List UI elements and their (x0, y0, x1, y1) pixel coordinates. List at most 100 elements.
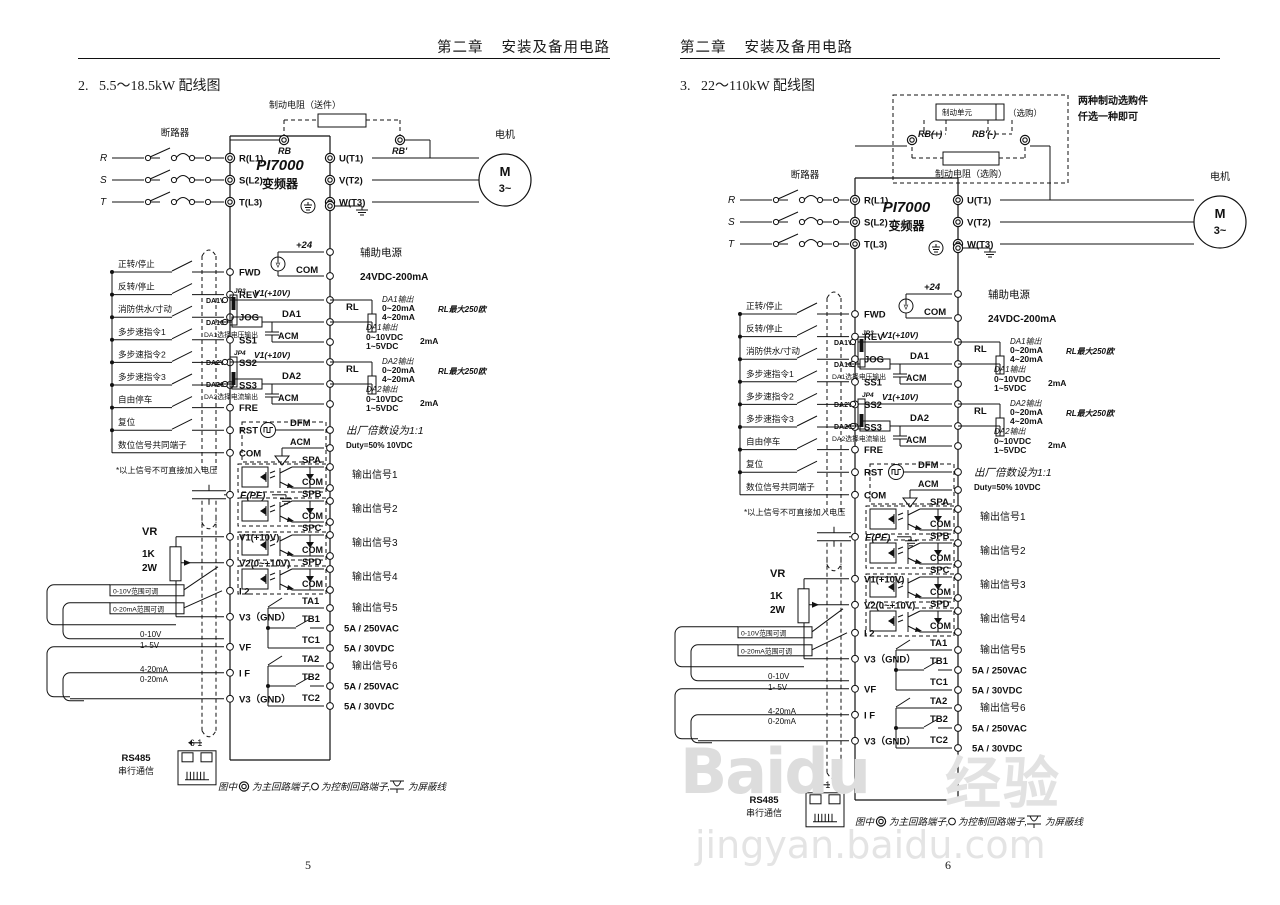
label-E-PE: E(PE) (865, 532, 890, 543)
label-opto-com-2: COM (302, 545, 323, 555)
header-rule-2 (680, 58, 1220, 59)
dfm-box (241, 421, 327, 463)
opto-led-3 (260, 575, 266, 583)
jumper-pin-c-1: DA2C (834, 424, 853, 431)
jumper-node-v-0 (221, 296, 229, 304)
brake-note-2: 仟选一种即可 (1077, 110, 1138, 123)
da-out-ma-0: 2mA (420, 336, 438, 346)
drive-subtitle: 变频器 (262, 176, 299, 191)
terminal-TA1 (954, 646, 962, 654)
switch-blade-0 (796, 302, 818, 314)
terminal-TC1 (326, 644, 334, 652)
terminal-analog-3 (851, 654, 859, 663)
analog-note-voltage: 0-10V范围可调 (113, 586, 159, 595)
rs485-sublabel: 串行通信 (746, 807, 782, 818)
opto-led-0 (888, 515, 894, 523)
terminal-COM (226, 448, 234, 457)
terminal-acm-0 (954, 380, 962, 388)
da-out-v2-0: 1~5VDC (994, 383, 1026, 393)
terminal-TA2 (326, 662, 334, 670)
da-signal-label-0: DA1 (910, 351, 930, 362)
label-RST: RST (864, 468, 883, 479)
relay-output-label-1: 输出信号6 (980, 701, 1026, 714)
analog-note-box-v (737, 626, 813, 639)
opto-arrow-a-0 (897, 512, 904, 516)
da-out-title-0: DA1输出 (1010, 337, 1043, 346)
da-out-i1-1: 0~20mA (382, 365, 415, 375)
contact-node (188, 176, 196, 184)
terminal-SPB (326, 497, 334, 505)
opto-box-0 (237, 463, 327, 493)
label-analog-2: I 2 (239, 586, 250, 597)
relay-output-label-0: 输出信号5 (980, 643, 1026, 656)
legend-control-terminal-icon (311, 782, 319, 791)
label-DFM-ACM: ACM (918, 479, 939, 489)
jumper-note-1: DA2选择电流输出 (832, 434, 886, 443)
label-SS2: SS2 (239, 358, 257, 369)
opto-tr-c-1 (907, 542, 921, 550)
terminal-opto-com-3 (326, 586, 334, 594)
da-vref-0: V1(+10V) (882, 330, 918, 340)
vr-wattage: 2W (142, 563, 158, 574)
header-subject-2: 安装及备用电路 (744, 40, 853, 56)
analog-note-box-i (109, 602, 185, 615)
terminal-analog-4 (226, 642, 234, 651)
jumper-body-0 (229, 294, 238, 326)
rj45-latch-right (828, 794, 841, 805)
phase-label-2: T (100, 197, 107, 208)
da-out-v2-0: 1~5VDC (366, 341, 398, 351)
opto-tr-arrow-0 (287, 483, 294, 488)
switch-blade-4 (171, 350, 193, 362)
da-out-v1-1: 0~10VDC (994, 436, 1031, 446)
pe-symbol-circle (928, 240, 944, 256)
jumper-note-0: DA1选择电压输出 (832, 372, 886, 381)
aux-power-title: 辅助电源 (360, 246, 402, 259)
opto-arrow-a-3 (269, 572, 276, 576)
opto-tr-arrow-0 (915, 525, 922, 530)
label-DFM: DFM (918, 460, 939, 471)
rs485-sublabel: 串行通信 (118, 765, 154, 776)
label-analog-2: I 2 (864, 628, 875, 639)
terminal-DFM (326, 426, 334, 434)
label-JOG: JOG (239, 313, 259, 324)
jumper-note-0: DA1选择电压输出 (204, 330, 258, 339)
opto-diode-0 (306, 474, 314, 480)
vr-potentiometer (169, 546, 182, 582)
opto-arrow-a-1 (897, 546, 904, 550)
breaker-arc-2 (175, 197, 191, 203)
terminal-analog-6 (851, 736, 859, 745)
terminal-RST (851, 468, 859, 477)
motor-letter: M (500, 164, 511, 179)
opto-tr-c-2 (907, 576, 921, 584)
phase-label-1: S (100, 175, 107, 186)
page-header-2: 第二章安装及备用电路 (680, 36, 853, 57)
label-opto-com-0: COM (302, 477, 323, 487)
switch-blade-3 (171, 328, 193, 340)
shield-cap-bottom (826, 564, 842, 572)
legend-control-text: 为控制回路端子, (958, 817, 1027, 828)
pulse-waveform (263, 427, 273, 433)
relay-dc-rating-1: 5A / 30VDC (972, 744, 1022, 755)
brake-option-group (892, 94, 1069, 184)
relay-tb-blade-0 (295, 618, 311, 628)
digital-input-label-7: 复位 (746, 458, 764, 469)
label-JOG: JOG (864, 355, 884, 366)
da-out-i2-1: 4~20mA (1010, 416, 1043, 426)
contact-node (772, 240, 780, 248)
terminal-TA2 (954, 704, 962, 712)
motor-label: 电机 (1210, 170, 1230, 183)
label-SPA: SPA (930, 497, 949, 508)
jumper-label-1: JP4 (862, 392, 874, 399)
da-out-title2-0: DA1输出 (994, 365, 1027, 374)
dfm-duty: Duty=50% 10VDC (346, 441, 413, 450)
da-vref-0: V1(+10V) (254, 288, 290, 298)
terminal-plus24 (954, 290, 962, 298)
rl-label-1: RL (974, 406, 987, 417)
terminal-FWD (226, 268, 234, 276)
opto-box-1 (865, 539, 955, 569)
breaker-blade-0 (149, 147, 171, 158)
vr-resistance: 1K (770, 591, 784, 602)
label-TA1: TA1 (302, 596, 320, 607)
terminal-opto-com-2 (954, 594, 962, 602)
